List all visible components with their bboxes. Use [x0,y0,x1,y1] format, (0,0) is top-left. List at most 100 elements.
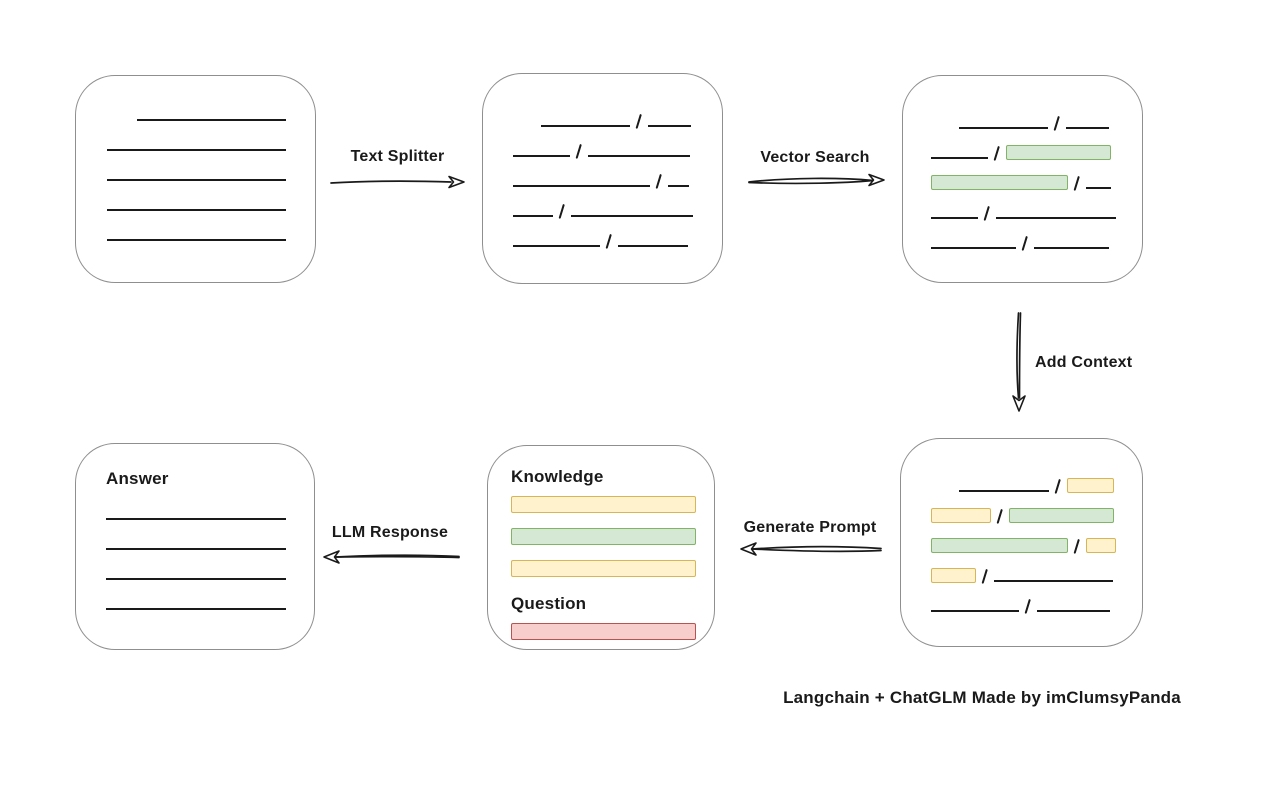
chunk-row [931,160,1142,191]
slash-separator [983,205,991,221]
answer-lines [106,518,314,610]
llm-response-arrow-line2 [335,555,460,559]
context-chunk-bar-yellow [1067,478,1115,493]
text-line [107,149,286,151]
text-line [541,125,630,127]
text-line [513,215,553,217]
slash-separator [1073,538,1081,554]
text-line [931,247,1016,249]
chunk-row [931,220,1142,251]
text-line [588,155,691,157]
chunk-row [513,98,722,129]
yellow-knowledge-bar [511,560,696,577]
add-context-arrow-line [1016,312,1020,399]
generate-prompt-label: Generate Prompt [743,519,877,536]
chunk-row [513,188,722,219]
chunk-row [931,583,1142,614]
chunk-row [107,92,315,122]
text-line [931,157,988,159]
answer-text-line [106,608,286,610]
text-line [1037,610,1111,612]
answer-box: Answer [75,443,315,650]
slash-separator [1054,478,1062,494]
slash-separator [1021,235,1029,251]
slash-separator [1073,175,1081,191]
llm-response-arrowhead-icon [323,550,340,564]
question-bar-red [511,623,696,640]
matched-chunk-bar-green [1009,508,1115,523]
add-context-arrow-line2 [1018,312,1022,399]
text-line [107,209,286,211]
text-line [668,185,690,187]
prompt-box: Knowledge Question [487,445,715,650]
add-context-label: Add Context [1035,354,1133,371]
generate-prompt-arrowhead-icon [740,542,757,556]
matched-chunk-bar-green [931,175,1068,190]
text-line [996,217,1117,219]
generate-prompt-arrow-line [752,545,882,550]
question-bars [511,623,714,640]
answer-text-line [106,548,286,550]
generate-prompt-arrow-line2 [752,548,882,553]
vector-search-arrowhead-icon [868,173,885,187]
slash-separator [655,173,663,189]
context-chunk-bar-yellow [1086,538,1117,553]
text-line [571,215,694,217]
yellow-knowledge-bar [511,496,696,513]
chunk-row [513,128,722,159]
text-line [959,127,1048,129]
llm-response-arrow-line [335,554,460,558]
text-line [648,125,692,127]
question-label: Question [511,594,587,613]
chunk-row [107,122,315,152]
vector-search-arrow-line [748,177,874,183]
chunk-row [931,190,1142,221]
slash-separator [1053,115,1061,131]
chunk-row [931,493,1142,524]
context-chunk-bar-yellow [931,508,991,523]
text-line [931,610,1019,612]
slash-separator [605,233,613,249]
slash-separator [1024,598,1032,614]
slash-separator [993,145,1001,161]
text-line [618,245,689,247]
chunk-row [931,523,1142,554]
answer-text-line [106,578,286,580]
text-line [513,245,600,247]
chunk-row [931,100,1142,131]
matched-chunk-bar-green [1006,145,1112,160]
add-context-arrowhead-icon [1012,395,1026,412]
credit-caption: Langchain + ChatGLM Made by imClumsyPand… [783,688,1181,707]
text-line [994,580,1114,582]
source-document-box [75,75,316,283]
chunk-row [107,152,315,182]
slash-separator [996,508,1004,524]
text-line [1066,127,1110,129]
split-chunks-box [482,73,723,284]
text-splitter-label: Text Splitter [350,148,445,165]
knowledge-bars [511,496,714,577]
slash-separator [981,568,989,584]
green-knowledge-bar [511,528,696,545]
vector-search-arrow-line2 [748,179,874,185]
chunk-row [931,553,1142,584]
chunk-row [107,212,315,242]
vector-search-label: Vector Search [760,149,870,166]
text-splitter-arrowhead-icon [448,175,465,189]
text-line [1086,187,1112,189]
text-line [959,490,1049,492]
slash-separator [635,113,643,129]
text-line [137,119,286,121]
chunk-row [931,130,1142,161]
slash-separator [558,203,566,219]
knowledge-label: Knowledge [511,467,604,486]
text-line [107,239,286,241]
text-line [107,179,286,181]
chunk-row [513,158,722,189]
vector-search-results-box [902,75,1143,283]
context-chunk-bar-yellow [931,568,976,583]
text-line [513,155,570,157]
matched-chunk-bar-green [931,538,1068,553]
answer-label: Answer [106,469,169,488]
